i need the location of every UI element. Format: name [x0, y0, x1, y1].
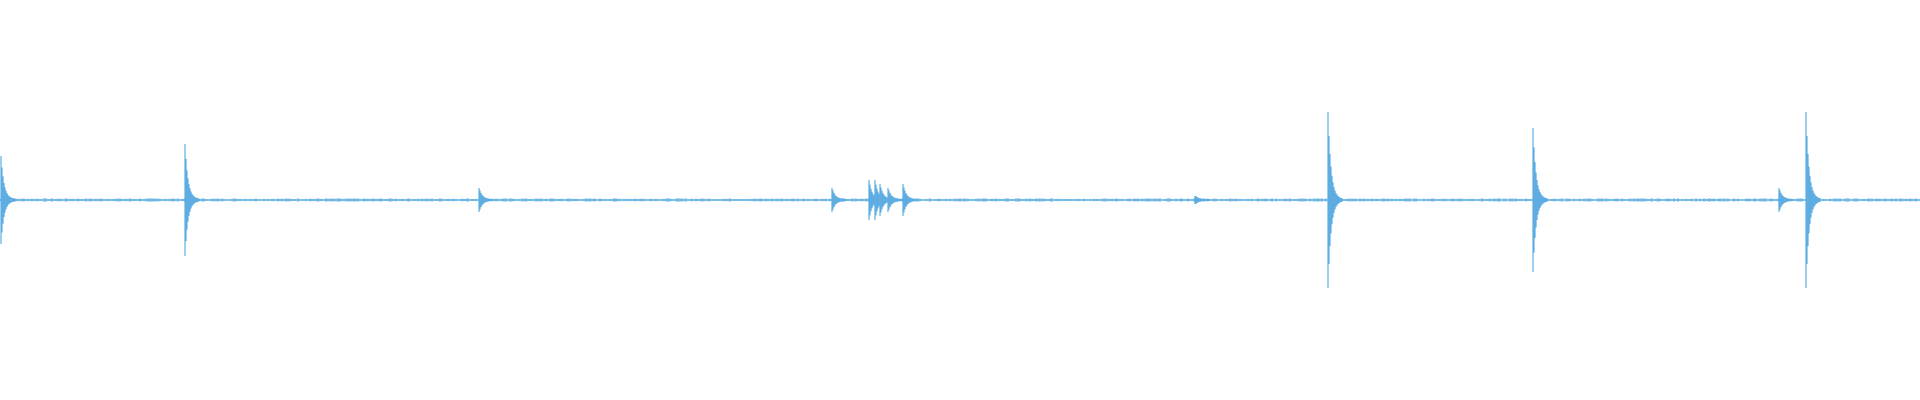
- waveform-spike: [1327, 112, 1343, 288]
- waveform-spike: [1532, 128, 1548, 272]
- waveform-spike: [0, 156, 16, 244]
- waveform-spike: [1778, 188, 1794, 212]
- waveform-noise: [0, 198, 1919, 202]
- waveform-spike: [1194, 196, 1210, 204]
- waveform-spike: [184, 144, 200, 256]
- waveform-spike: [1805, 112, 1821, 288]
- waveform-spike: [902, 184, 918, 216]
- waveform-spike: [887, 188, 903, 212]
- waveform-spike: [478, 188, 494, 212]
- waveform-spike: [831, 188, 847, 212]
- waveform-spikes: [0, 112, 1919, 288]
